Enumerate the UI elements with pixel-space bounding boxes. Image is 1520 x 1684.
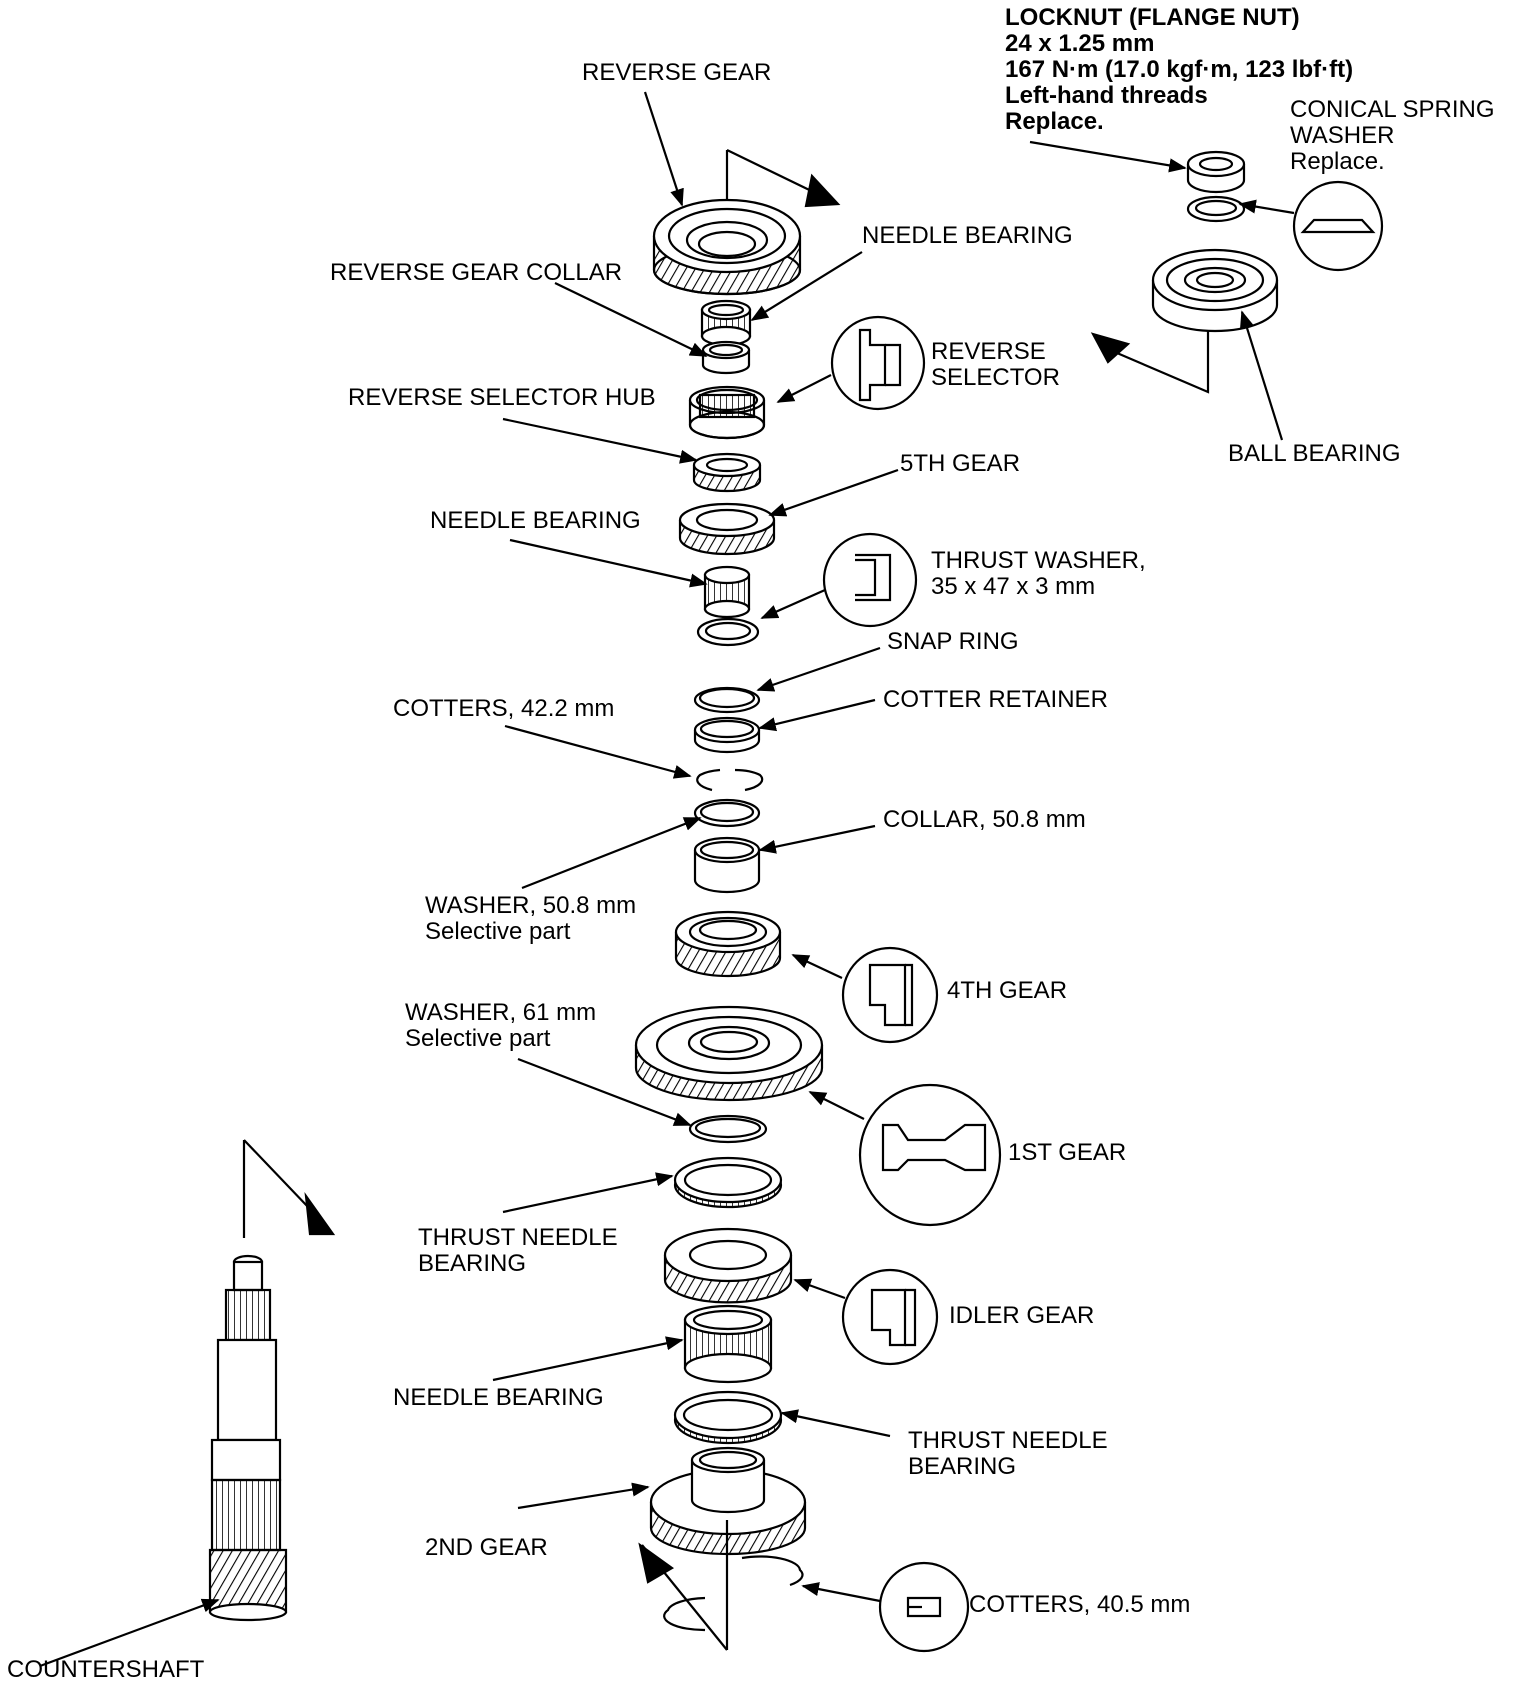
first-gear [634, 1005, 824, 1102]
idler-gear-detail-icon [841, 1268, 939, 1366]
bottom-axis-line [638, 1520, 729, 1651]
thrust-needle-bearing-upper [673, 1156, 783, 1209]
first-gear-label: 1ST GEAR [1008, 1139, 1127, 1166]
washer-61-label: WASHER, 61 mm Selective part [405, 999, 597, 1052]
locknut [1186, 150, 1246, 194]
idler-gear-label: IDLER GEAR [949, 1302, 1095, 1329]
reverse-selector-hub [688, 385, 766, 440]
collar-50-8 [693, 836, 761, 894]
washer-50-8-label: WASHER, 50.8 mm Selective part [425, 892, 637, 945]
ball-bearing [1151, 248, 1279, 333]
reverse-gear-label: REVERSE GEAR [582, 59, 772, 86]
cotter-retainer [693, 716, 761, 754]
needle-bearing-top-label: NEEDLE BEARING [862, 222, 1073, 249]
cotters-40-5-label: COTTERS, 40.5 mm [969, 1591, 1191, 1618]
second-gear-label: 2ND GEAR [425, 1534, 548, 1561]
countershaft-label: COUNTERSHAFT [7, 1656, 205, 1683]
cotters-42 [696, 768, 764, 792]
fifth-gear-label: 5TH GEAR [900, 450, 1021, 477]
leader-lines [39, 91, 1295, 1668]
needle-bearing-5th-label: NEEDLE BEARING [430, 507, 641, 534]
needle-bearing-top [700, 299, 752, 347]
reverse-selector-detail-icon [830, 315, 926, 411]
ball-bearing-label: BALL BEARING [1228, 440, 1401, 467]
fourth-gear-label: 4TH GEAR [947, 977, 1068, 1004]
washer-61 [688, 1114, 768, 1144]
cotter-retainer-label: COTTER RETAINER [883, 686, 1108, 713]
reverse-selector-hub-label: REVERSE SELECTOR HUB [348, 384, 656, 411]
reverse-gear-collar-label: REVERSE GEAR COLLAR [330, 259, 623, 286]
conical-spring-washer [1186, 195, 1246, 223]
fifth-gear [678, 502, 776, 556]
conical-spring-washer-label: CONICAL SPRING WASHER Replace. [1290, 96, 1495, 175]
idler-gear [663, 1227, 793, 1304]
reverse-selector-ring [692, 452, 762, 493]
reverse-gear-collar [701, 340, 751, 375]
needle-bearing-5th [703, 565, 751, 619]
cotters-40-5 [663, 1555, 804, 1632]
first-gear-detail-icon [858, 1083, 1002, 1227]
thrust-washer-detail-icon [822, 532, 918, 628]
reverse-gear [652, 198, 802, 296]
reverse-selector-label: REVERSE SELECTOR [931, 338, 1060, 391]
thrust-needle-bearing-right-label: THRUST NEEDLE BEARING [908, 1427, 1108, 1480]
washer-50-8 [693, 798, 761, 828]
locknut-label: LOCKNUT (FLANGE NUT) 24 x 1.25 mm 167 N·… [1005, 4, 1354, 135]
snap-ring-label: SNAP RING [887, 628, 1019, 655]
thrust-needle-bearing-left-label: THRUST NEEDLE BEARING [418, 1224, 618, 1277]
thrust-washer-label: THRUST WASHER, 35 x 47 x 3 mm [931, 547, 1146, 600]
countershaft [208, 1139, 336, 1622]
thrust-needle-bearing-lower [673, 1390, 783, 1445]
fourth-gear [674, 910, 782, 978]
cotters-42-label: COTTERS, 42.2 mm [393, 695, 615, 722]
collar-50-8-label: COLLAR, 50.8 mm [883, 806, 1086, 833]
conical-washer-detail-icon [1292, 180, 1384, 272]
needle-bearing-bottom [683, 1304, 773, 1384]
ball-bearing-axis-line [1090, 330, 1210, 394]
needle-bearing-bottom-label: NEEDLE BEARING [393, 1384, 604, 1411]
snap-ring [693, 686, 761, 714]
cotters-detail-icon [878, 1561, 970, 1653]
fourth-gear-detail-icon [841, 946, 939, 1044]
thrust-washer [696, 617, 760, 647]
